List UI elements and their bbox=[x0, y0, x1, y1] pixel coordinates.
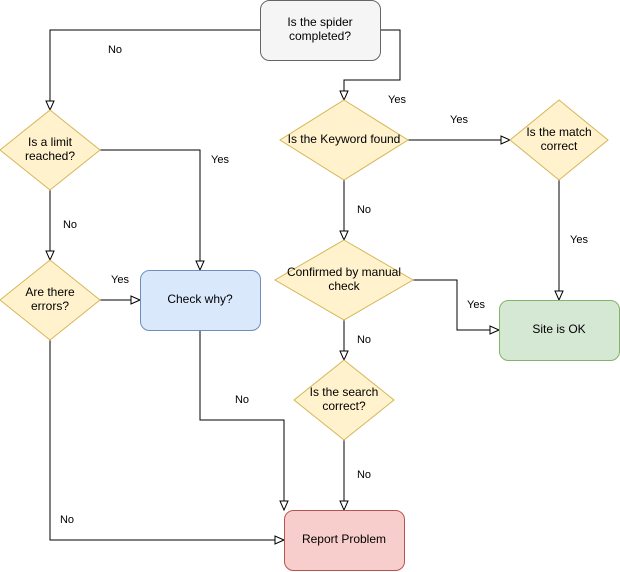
node-label-line: Site is OK bbox=[532, 322, 585, 336]
edge-match_correct-to-site_ok: Yes bbox=[554, 180, 588, 302]
decision-diamond bbox=[509, 99, 609, 181]
node-site-ok: Site is OK bbox=[499, 300, 620, 361]
arrowhead bbox=[554, 290, 564, 302]
edge-spider_completed-to-keyword_found: Yes bbox=[339, 29, 406, 106]
edge-label: No bbox=[357, 204, 371, 216]
edge-label: Yes bbox=[111, 274, 129, 286]
edge-label: No bbox=[357, 334, 371, 346]
arrowhead bbox=[339, 500, 349, 512]
edge-confirmed_manual-to-site_ok: Yes bbox=[413, 279, 501, 335]
node-label-line: Are there bbox=[25, 285, 75, 299]
edge-label: Yes bbox=[388, 94, 406, 106]
node-label-line: completed? bbox=[289, 29, 351, 43]
edge-check_why-to-report_problem: No bbox=[199, 330, 289, 512]
node-label-line: Is the match bbox=[526, 125, 591, 139]
arrowhead bbox=[279, 500, 289, 512]
decision-diamond bbox=[293, 359, 395, 441]
node-label-line: Is the spider bbox=[287, 15, 352, 29]
node-label-line: correct? bbox=[322, 399, 366, 413]
arrowhead bbox=[274, 535, 286, 545]
edge-confirmed_manual-to-search_correct: No bbox=[339, 320, 371, 362]
connector-line bbox=[49, 29, 260, 110]
node-report-problem: Report Problem bbox=[284, 510, 405, 571]
edge-limit_reached-to-errors: No bbox=[45, 190, 77, 262]
node-keyword-found: Is the Keyword found bbox=[279, 99, 409, 181]
edge-label: No bbox=[63, 219, 77, 231]
node-label-line: errors? bbox=[31, 299, 69, 313]
process-box bbox=[284, 510, 405, 571]
arrowhead bbox=[130, 295, 142, 305]
edge-label: Yes bbox=[570, 234, 588, 246]
arrowhead bbox=[45, 250, 55, 262]
connector-line bbox=[199, 330, 285, 510]
arrowhead bbox=[339, 230, 349, 242]
decision-diamond bbox=[0, 109, 101, 191]
edge-label: Yes bbox=[450, 114, 468, 126]
edge-label: No bbox=[108, 44, 122, 56]
arrowhead bbox=[45, 100, 55, 112]
edge-limit_reached-to-check_why: Yes bbox=[100, 149, 229, 272]
node-check-why: Check why? bbox=[140, 270, 261, 331]
process-box bbox=[260, 0, 381, 61]
arrowhead bbox=[339, 90, 349, 102]
connector-line bbox=[100, 149, 201, 270]
edge-search_correct-to-report_problem: No bbox=[339, 440, 371, 512]
process-box bbox=[140, 270, 261, 331]
node-label-line: Confirmed by manual bbox=[287, 265, 401, 279]
edge-label: Yes bbox=[467, 299, 485, 311]
edge-spider_completed-to-limit_reached: No bbox=[45, 29, 260, 112]
connector-line bbox=[49, 340, 284, 541]
node-label-line: correct bbox=[541, 139, 578, 153]
connector-line bbox=[343, 29, 401, 100]
decision-diamond bbox=[274, 239, 414, 321]
edge-label: No bbox=[60, 514, 74, 526]
arrowhead bbox=[500, 135, 512, 145]
decision-diamond bbox=[279, 99, 409, 181]
node-label-line: Check why? bbox=[167, 292, 233, 306]
arrowhead bbox=[195, 260, 205, 272]
decision-diamond bbox=[0, 259, 101, 341]
edge-errors-to-check_why: Yes bbox=[100, 274, 142, 305]
node-label-line: Is the search bbox=[310, 385, 379, 399]
edge-keyword_found-to-match_correct: Yes bbox=[408, 114, 512, 145]
arrowhead bbox=[339, 350, 349, 362]
edge-label: No bbox=[235, 394, 249, 406]
node-label-line: check bbox=[328, 279, 360, 293]
edge-label: No bbox=[357, 469, 371, 481]
node-label-line: Is a limit bbox=[28, 135, 73, 149]
edge-keyword_found-to-confirmed_manual: No bbox=[339, 180, 371, 242]
edge-errors-to-report_problem: No bbox=[49, 340, 286, 545]
arrowhead bbox=[489, 325, 501, 335]
node-label-line: Is the Keyword found bbox=[288, 132, 401, 146]
node-label-line: reached? bbox=[25, 149, 75, 163]
edge-label: Yes bbox=[211, 154, 229, 166]
node-label-line: Report Problem bbox=[302, 532, 386, 546]
connector-line bbox=[413, 279, 499, 331]
